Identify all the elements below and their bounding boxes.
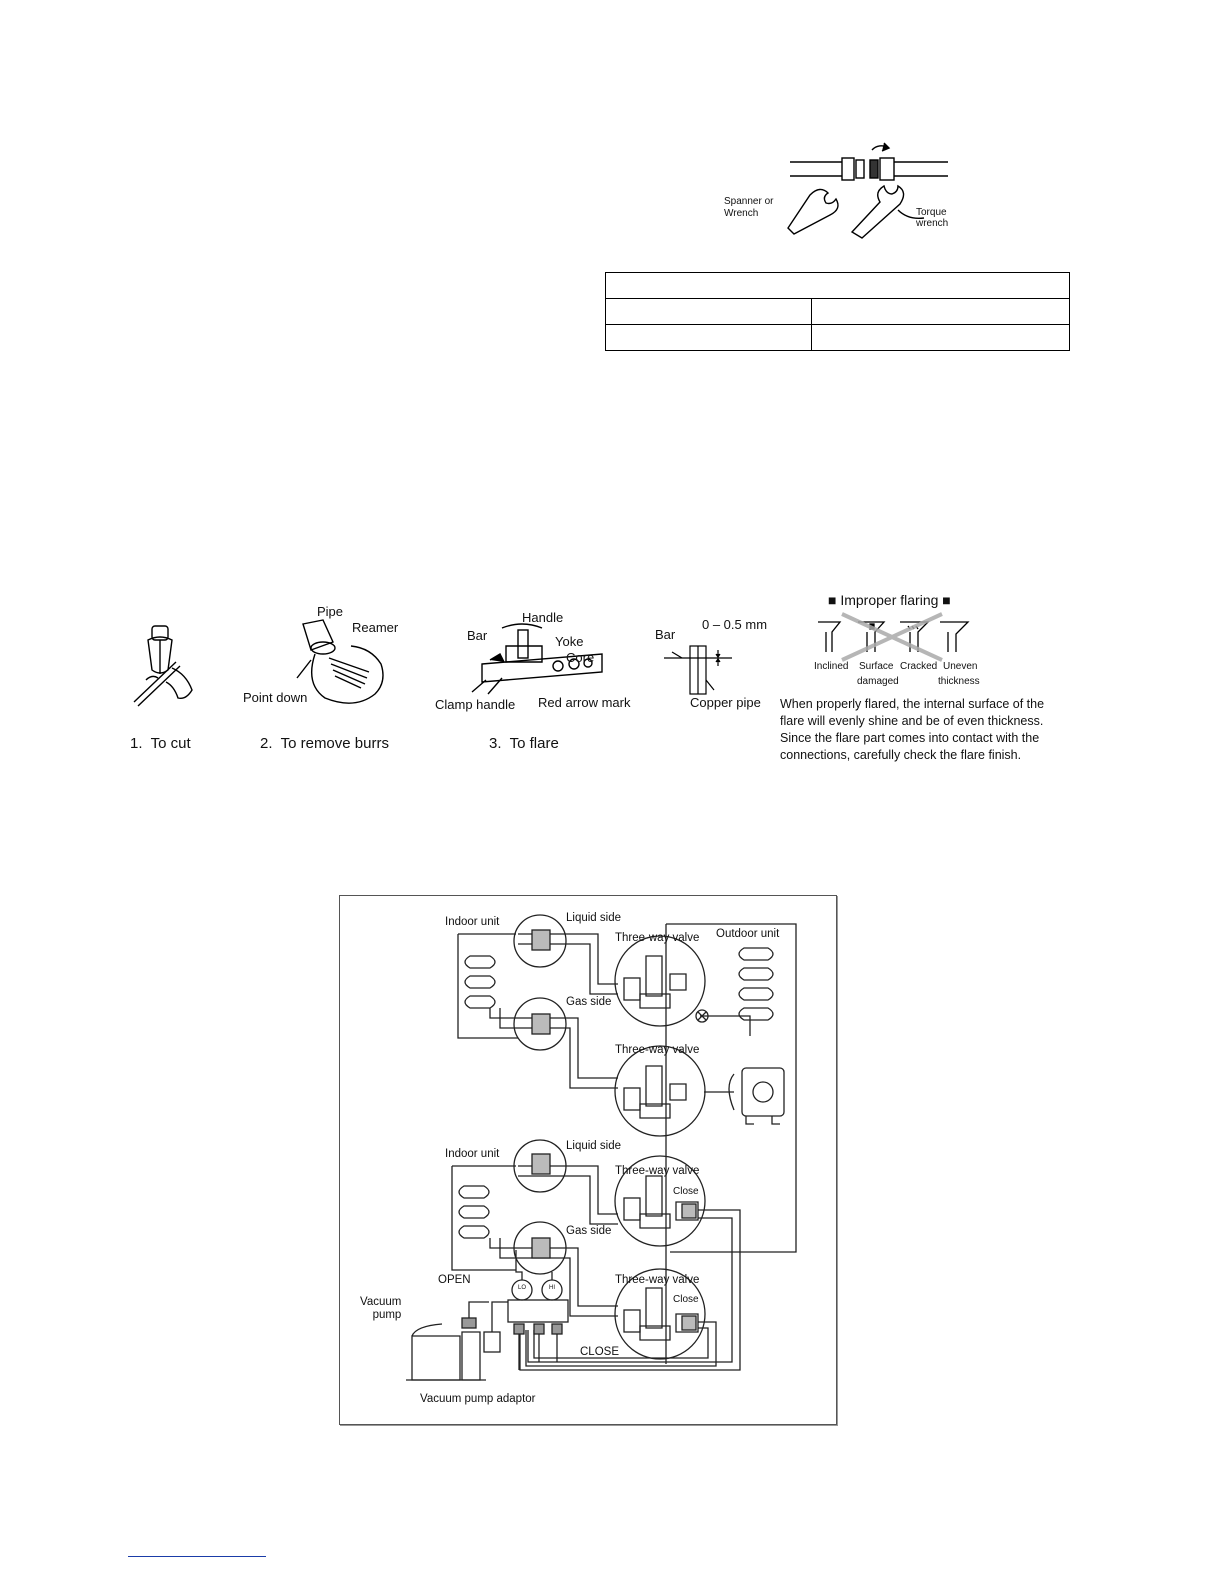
piping-diagram: Indoor unit Liquid side Three-way valve … <box>339 895 837 1425</box>
table-cell <box>605 324 812 351</box>
table-cell <box>811 324 1070 351</box>
spanner-label: Spanner or Wrench <box>724 196 774 219</box>
uneven-label: Uneven <box>943 661 978 672</box>
surface-label: Surface <box>859 661 894 672</box>
reamer-icon <box>296 619 384 704</box>
outdoor-unit-label: Outdoor unit <box>716 928 780 940</box>
gauge-bar-label: Bar <box>655 627 676 642</box>
flare-gauge-icon <box>664 645 732 695</box>
handle-label: Handle <box>522 610 564 625</box>
torque-table <box>605 272 1070 351</box>
flare-finish-note: When properly flared, the internal surfa… <box>780 697 1045 762</box>
torque-wrench-label: Torque wrench <box>916 207 949 229</box>
point-down-label: Point down <box>243 690 308 705</box>
vacuum-pump-adaptor-label: Vacuum pump adaptor <box>420 1393 536 1405</box>
table-row <box>605 324 1070 351</box>
three-way-valve-label-4: Three-way valve <box>615 1274 700 1286</box>
tolerance-label: 0 – 0.5 mm <box>702 617 768 632</box>
pipe-cutter-icon <box>133 625 193 707</box>
three-way-valve-label-2: Three-way valve <box>615 1044 700 1056</box>
liquid-side-label-2: Liquid side <box>566 1140 621 1152</box>
reamer-label: Reamer <box>352 620 399 635</box>
thickness-label: thickness <box>938 676 980 687</box>
damaged-label: damaged <box>857 676 899 687</box>
piping-diagram-drawing <box>406 914 797 1381</box>
flaring-tool-icon <box>471 623 603 695</box>
hi-gauge-label: HI <box>549 1285 555 1291</box>
step-1-caption: 1. To cut <box>130 735 191 752</box>
copper-pipe-label: Copper pipe <box>690 695 761 710</box>
three-way-valve-label-1: Three-way valve <box>615 932 700 944</box>
step-3-caption: 3. To flare <box>489 735 559 752</box>
close-label-1: Close <box>673 1186 699 1197</box>
close-label-2: Close <box>673 1294 699 1305</box>
open-label: OPEN <box>438 1274 471 1286</box>
flare-nut-tightening-icon <box>787 142 948 239</box>
red-arrow-mark-label: Red arrow mark <box>538 695 631 710</box>
vacuum-pump-label: Vacuum pump <box>360 1296 402 1321</box>
table-header-cell <box>605 272 1070 299</box>
footer-rule <box>128 1556 266 1557</box>
inclined-label: Inclined <box>814 661 849 672</box>
table-row <box>605 298 1070 325</box>
core-label: Core <box>566 650 595 665</box>
table-row <box>605 272 1070 299</box>
indoor-unit-label-1: Indoor unit <box>445 916 500 928</box>
three-way-valve-label-3: Three-way valve <box>615 1165 700 1177</box>
lo-gauge-label: LO <box>518 1285 527 1291</box>
bar-label: Bar <box>467 628 488 643</box>
indoor-unit-label-2: Indoor unit <box>445 1148 500 1160</box>
table-cell <box>811 298 1070 325</box>
liquid-side-label-1: Liquid side <box>566 912 621 924</box>
gas-side-label-1: Gas side <box>566 996 612 1008</box>
gas-side-label-2: Gas side <box>566 1225 612 1237</box>
table-cell <box>605 298 812 325</box>
step-2-caption: 2. To remove burrs <box>260 735 389 752</box>
improper-flaring-examples-icon <box>818 612 970 662</box>
improper-flaring-title: ■ Improper flaring ■ <box>828 592 951 608</box>
yoke-label: Yoke <box>555 634 584 649</box>
close-caps-label: CLOSE <box>580 1346 619 1358</box>
cracked-label: Cracked <box>900 661 938 672</box>
clamp-handle-label: Clamp handle <box>435 697 516 712</box>
pipe-label: Pipe <box>317 604 344 619</box>
